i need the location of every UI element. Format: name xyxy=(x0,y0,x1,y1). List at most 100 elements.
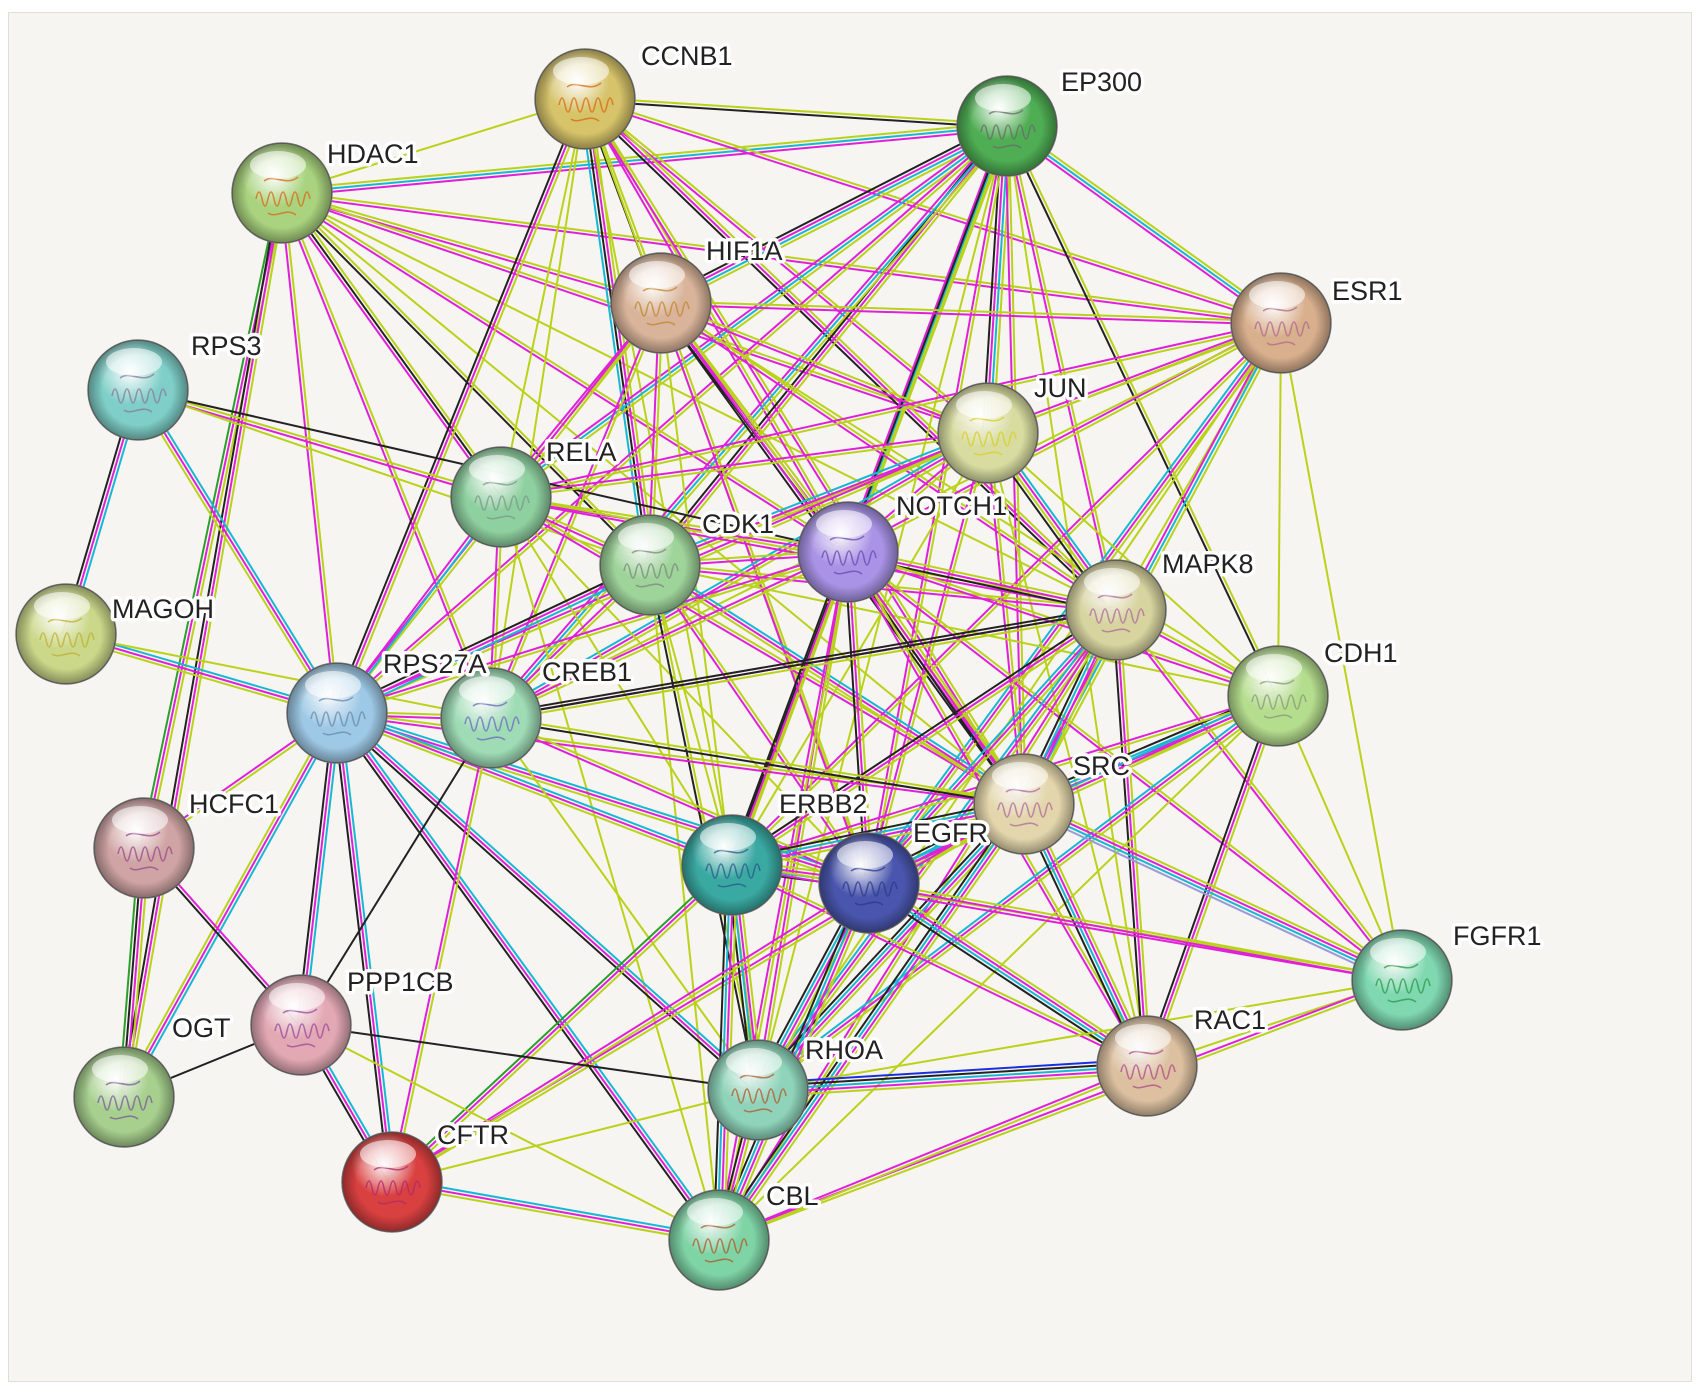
edge-ESR1-FGFR1[interactable] xyxy=(1280,322,1403,981)
edge-ESR1-MAPK8[interactable] xyxy=(1115,322,1282,611)
edge-RPS27A-RHOA[interactable] xyxy=(334,709,761,1094)
edge-PPP1CB-CBL[interactable] xyxy=(300,1024,720,1241)
edge-CDK1-CDH1[interactable] xyxy=(649,564,1279,697)
edge-RAC1-CBL[interactable] xyxy=(717,1063,1149,1243)
edge-RPS27A-PPP1CB[interactable] xyxy=(296,712,342,1026)
edge-CCNB1-EP300[interactable] xyxy=(584,96,1008,129)
edge-EP300-ESR1[interactable] xyxy=(1004,122,1284,327)
edge-ERBB2-RAC1[interactable] xyxy=(730,862,1149,1069)
edge-CREB1-CFTR[interactable] xyxy=(389,717,494,1183)
edge-CREB1-RHOA[interactable] xyxy=(490,717,759,1091)
node-jun[interactable] xyxy=(937,382,1039,484)
edge-ESR1-RELA[interactable] xyxy=(500,320,1282,500)
edge-CREB1-MAPK8[interactable] xyxy=(490,609,1117,719)
node-rac1[interactable] xyxy=(1096,1015,1198,1117)
edge-RPS27A-OGT[interactable] xyxy=(120,710,341,1100)
edge-PPP1CB-RHOA[interactable] xyxy=(300,1024,759,1091)
edge-CREB1-SRC[interactable] xyxy=(490,715,1025,807)
edge-HDAC1-CDK1[interactable] xyxy=(280,191,652,567)
node-ppp1cb[interactable] xyxy=(250,974,352,1076)
node-hcfc1[interactable] xyxy=(93,797,195,899)
edge-JUN-RAC1[interactable] xyxy=(987,432,1148,1067)
edge-NOTCH1-RPS27A[interactable] xyxy=(336,549,849,716)
edge-CDH1-CBL[interactable] xyxy=(718,695,1279,1241)
edge-ESR1-RHOA[interactable] xyxy=(757,322,1282,1091)
edge-CFTR-CBL[interactable] xyxy=(391,1177,720,1245)
edge-HDAC1-RPS27A[interactable] xyxy=(279,192,340,714)
edge-CDH1-RHOA[interactable] xyxy=(755,692,1281,1094)
edge-EP300-HIF1A[interactable] xyxy=(658,120,1010,309)
edge-HDAC1-HCFC1[interactable] xyxy=(139,192,287,849)
edge-HDAC1-CREB1[interactable] xyxy=(279,192,494,719)
node-mapk8[interactable] xyxy=(1065,559,1167,661)
edge-CDK1-SRC[interactable] xyxy=(647,561,1027,808)
edge-CDK1-EGFR[interactable] xyxy=(647,563,872,885)
edge-ERBB2-CFTR[interactable] xyxy=(388,861,736,1186)
edge-NOTCH1-CREB1[interactable] xyxy=(489,549,850,721)
edge-RELA-SRC[interactable] xyxy=(499,494,1026,807)
edge-EGFR-CFTR[interactable] xyxy=(390,880,871,1185)
node-esr1[interactable] xyxy=(1230,272,1332,374)
edge-EGFR-FGFR1[interactable] xyxy=(868,880,1403,983)
node-cdh1[interactable] xyxy=(1227,645,1329,747)
edge-SRC-FGFR1[interactable] xyxy=(1021,798,1405,986)
edge-RAC1-RHOA[interactable] xyxy=(757,1058,1148,1098)
node-cbl[interactable] xyxy=(668,1189,770,1291)
edge-HDAC1-RELA[interactable] xyxy=(278,190,505,500)
edge-MAPK8-FGFR1[interactable] xyxy=(1113,608,1405,982)
edge-SRC-CBL[interactable] xyxy=(714,800,1029,1244)
edge-RHOA-CFTR[interactable] xyxy=(391,1089,759,1183)
edge-CCNB1-CREB1[interactable] xyxy=(490,98,586,719)
node-erbb2[interactable] xyxy=(681,814,783,916)
edge-RPS27A-CBL[interactable] xyxy=(333,710,723,1243)
edge-HDAC1-OGT[interactable] xyxy=(119,192,287,1098)
node-hdac1[interactable] xyxy=(231,142,333,244)
edge-CCNB1-JUN[interactable] xyxy=(583,96,990,436)
edge-CDK1-CBL[interactable] xyxy=(649,564,720,1241)
node-rhoa[interactable] xyxy=(707,1039,809,1141)
edge-CCNB1-RPS27A[interactable] xyxy=(332,97,590,715)
edge-MAGOH-CREB1[interactable] xyxy=(65,633,492,719)
node-creb1[interactable] xyxy=(440,667,542,769)
edge-HIF1A-JUN[interactable] xyxy=(660,300,989,436)
edge-EP300-MAPK8[interactable] xyxy=(1004,125,1119,611)
edge-CDH1-RAC1[interactable] xyxy=(1142,694,1283,1068)
node-notch1[interactable] xyxy=(797,501,899,603)
edge-ESR1-CDH1[interactable] xyxy=(1277,322,1282,697)
edge-EP300-RPS27A[interactable] xyxy=(335,123,1009,716)
edge-NOTCH1-EGFR[interactable] xyxy=(843,551,874,884)
edge-CDH1-EGFR[interactable] xyxy=(867,691,1280,888)
edge-RELA-CBL[interactable] xyxy=(500,496,720,1241)
node-hif1a[interactable] xyxy=(610,252,712,354)
edge-CREB1-PPP1CB[interactable] xyxy=(300,717,492,1026)
node-src[interactable] xyxy=(973,753,1075,855)
edge-HIF1A-ESR1[interactable] xyxy=(660,300,1282,326)
node-cdk1[interactable] xyxy=(599,514,701,616)
edge-FGFR1-CBL[interactable] xyxy=(718,977,1403,1243)
edge-CCNB1-MAPK8[interactable] xyxy=(581,95,1120,614)
edge-CDK1-RPS27A[interactable] xyxy=(335,561,652,717)
node-egfr[interactable] xyxy=(818,832,920,934)
edge-JUN-ERBB2[interactable] xyxy=(731,432,989,866)
node-magoh[interactable] xyxy=(15,583,117,685)
edge-CDH1-FGFR1[interactable] xyxy=(1277,695,1403,981)
node-fgfr1[interactable] xyxy=(1351,929,1453,1031)
node-ogt[interactable] xyxy=(73,1046,175,1148)
edge-JUN-RELA[interactable] xyxy=(500,430,989,500)
edge-RPS3-RPS27A[interactable] xyxy=(134,387,341,716)
edge-EP300-RELA[interactable] xyxy=(498,122,1010,501)
edge-CCNB1-RELA[interactable] xyxy=(500,98,586,498)
edge-CCNB1-ERBB2[interactable] xyxy=(584,98,733,866)
node-cftr[interactable] xyxy=(341,1131,443,1233)
node-rps3[interactable] xyxy=(87,339,189,441)
node-ccnb1[interactable] xyxy=(534,48,636,150)
edge-FGFR1-RHOA[interactable] xyxy=(757,979,1403,1091)
node-ep300[interactable] xyxy=(956,75,1058,177)
edge-HDAC1-NOTCH1[interactable] xyxy=(280,190,850,555)
edge-RPS27A-CFTR[interactable] xyxy=(332,712,397,1183)
edge-EP300-CDH1[interactable] xyxy=(1004,124,1281,698)
edge-MAPK8-ERBB2[interactable] xyxy=(729,606,1119,869)
node-rps27a[interactable] xyxy=(286,662,388,764)
edge-HDAC1-CCNB1[interactable] xyxy=(281,98,586,194)
edge-RPS27A-ERBB2[interactable] xyxy=(335,708,734,870)
